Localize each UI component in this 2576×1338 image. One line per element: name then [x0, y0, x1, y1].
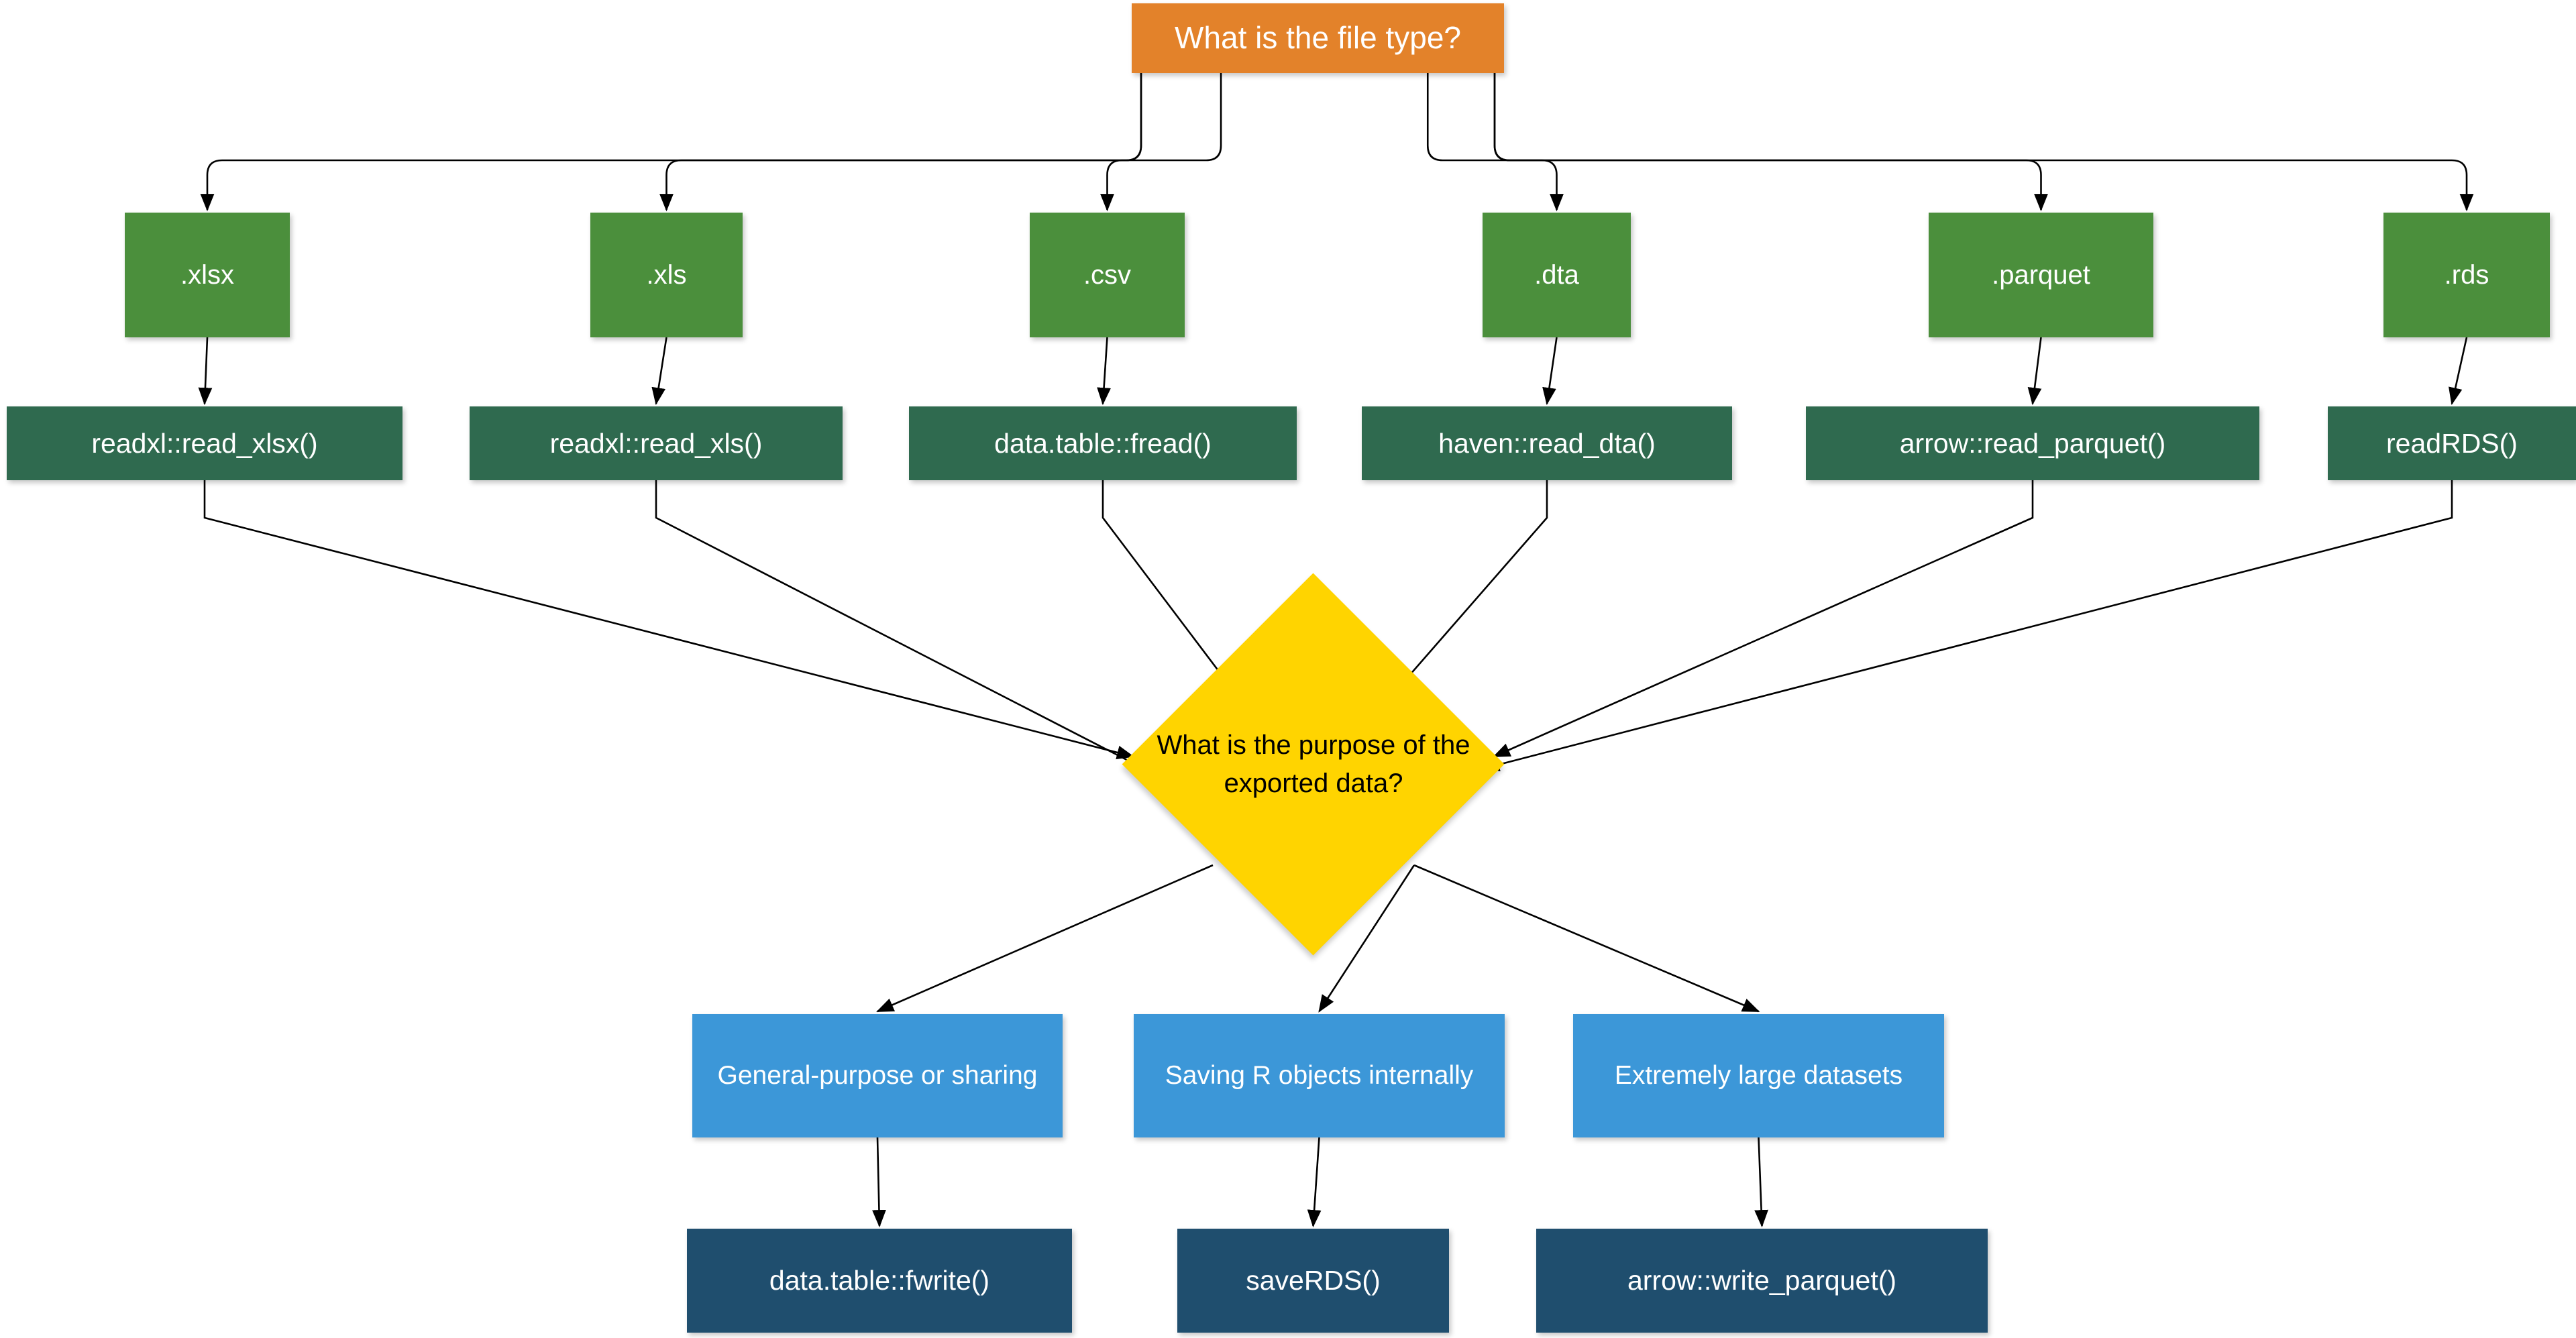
node-file-type-xls[interactable]: .xls: [590, 213, 743, 337]
node-read-function-dta-label: haven::read_dta(): [1438, 427, 1656, 459]
node-export-purpose-question[interactable]: What is the purpose of the exported data…: [1122, 573, 1505, 956]
edge-file-type-question-to-xls: [659, 73, 1142, 212]
edge-xlsx-to-read-xlsx: [198, 337, 213, 406]
node-read-function-rds[interactable]: readRDS(): [2328, 406, 2576, 480]
edge-read-xls-to-export-purpose-question: [655, 480, 1145, 770]
node-file-type-question[interactable]: What is the file type?: [1132, 3, 1504, 73]
edge-saving-r-objects-to-saverds: [1307, 1137, 1322, 1228]
node-read-function-parquet[interactable]: arrow::read_parquet(): [1806, 406, 2259, 480]
node-file-type-dta-label: .dta: [1534, 260, 1579, 290]
edge-xls-to-read-xls: [651, 337, 667, 406]
edge-parquet-to-read-parquet: [2027, 337, 2042, 406]
edge-csv-to-fread: [1097, 337, 1111, 406]
edge-dta-to-read-dta: [1542, 337, 1558, 406]
node-file-type-dta[interactable]: .dta: [1483, 213, 1631, 337]
edge-readrds-to-export-purpose-question: [1481, 480, 2453, 772]
edge-read-xlsx-to-export-purpose-question: [203, 480, 1135, 760]
node-file-type-parquet-label: .parquet: [1992, 260, 2090, 290]
node-file-type-rds-label: .rds: [2444, 260, 2489, 290]
node-purpose-large-datasets[interactable]: Extremely large datasets: [1573, 1014, 1944, 1137]
node-read-function-parquet-label: arrow::read_parquet(): [1899, 427, 2166, 459]
node-file-type-xlsx-label: .xlsx: [180, 260, 234, 290]
node-write-function-write-parquet[interactable]: arrow::write_parquet(): [1536, 1229, 1988, 1333]
edge-rds-to-readrds: [2449, 337, 2468, 406]
node-file-type-csv[interactable]: .csv: [1030, 213, 1185, 337]
edge-read-parquet-to-export-purpose-question: [1493, 480, 2034, 758]
node-read-function-xlsx-label: readxl::read_xlsx(): [91, 427, 318, 459]
edge-large-datasets-to-write-parquet: [1754, 1137, 1768, 1228]
edge-file-type-question-to-xlsx: [200, 73, 1142, 212]
node-read-function-fread[interactable]: data.table::fread(): [909, 406, 1297, 480]
node-write-function-saverds-label: saveRDS(): [1246, 1265, 1381, 1296]
node-read-function-xls[interactable]: readxl::read_xls(): [470, 406, 843, 480]
node-purpose-saving-r-objects-label: Saving R objects internally: [1165, 1061, 1474, 1091]
node-file-type-question-label: What is the file type?: [1175, 20, 1461, 56]
node-export-purpose-question-label: What is the purpose of the exported data…: [1157, 730, 1470, 798]
node-purpose-saving-r-objects[interactable]: Saving R objects internally: [1134, 1014, 1505, 1137]
node-read-function-xls-label: readxl::read_xls(): [549, 427, 763, 459]
node-file-type-xlsx[interactable]: .xlsx: [125, 213, 290, 337]
node-write-function-fwrite[interactable]: data.table::fwrite(): [687, 1229, 1072, 1333]
edge-file-type-question-to-rds: [1493, 73, 2474, 212]
edge-file-type-question-to-parquet: [1493, 73, 2048, 212]
node-purpose-large-datasets-label: Extremely large datasets: [1614, 1061, 1903, 1091]
node-purpose-general[interactable]: General-purpose or sharing: [692, 1014, 1063, 1137]
edge-general-purpose-to-fwrite: [872, 1137, 886, 1228]
node-purpose-general-label: General-purpose or sharing: [717, 1061, 1038, 1091]
node-read-function-dta[interactable]: haven::read_dta(): [1362, 406, 1732, 480]
node-read-function-rds-label: readRDS(): [2386, 427, 2518, 459]
edge-file-type-question-to-dta: [1426, 73, 1564, 212]
node-read-function-xlsx[interactable]: readxl::read_xlsx(): [7, 406, 402, 480]
node-file-type-xls-label: .xls: [646, 260, 687, 290]
node-write-function-fwrite-label: data.table::fwrite(): [769, 1265, 990, 1296]
edge-file-type-question-to-csv: [1100, 73, 1222, 212]
node-write-function-saverds[interactable]: saveRDS(): [1177, 1229, 1449, 1333]
node-file-type-parquet[interactable]: .parquet: [1929, 213, 2153, 337]
node-file-type-csv-label: .csv: [1083, 260, 1132, 290]
node-read-function-fread-label: data.table::fread(): [994, 427, 1212, 459]
node-file-type-rds[interactable]: .rds: [2383, 213, 2550, 337]
node-write-function-write-parquet-label: arrow::write_parquet(): [1627, 1265, 1897, 1296]
